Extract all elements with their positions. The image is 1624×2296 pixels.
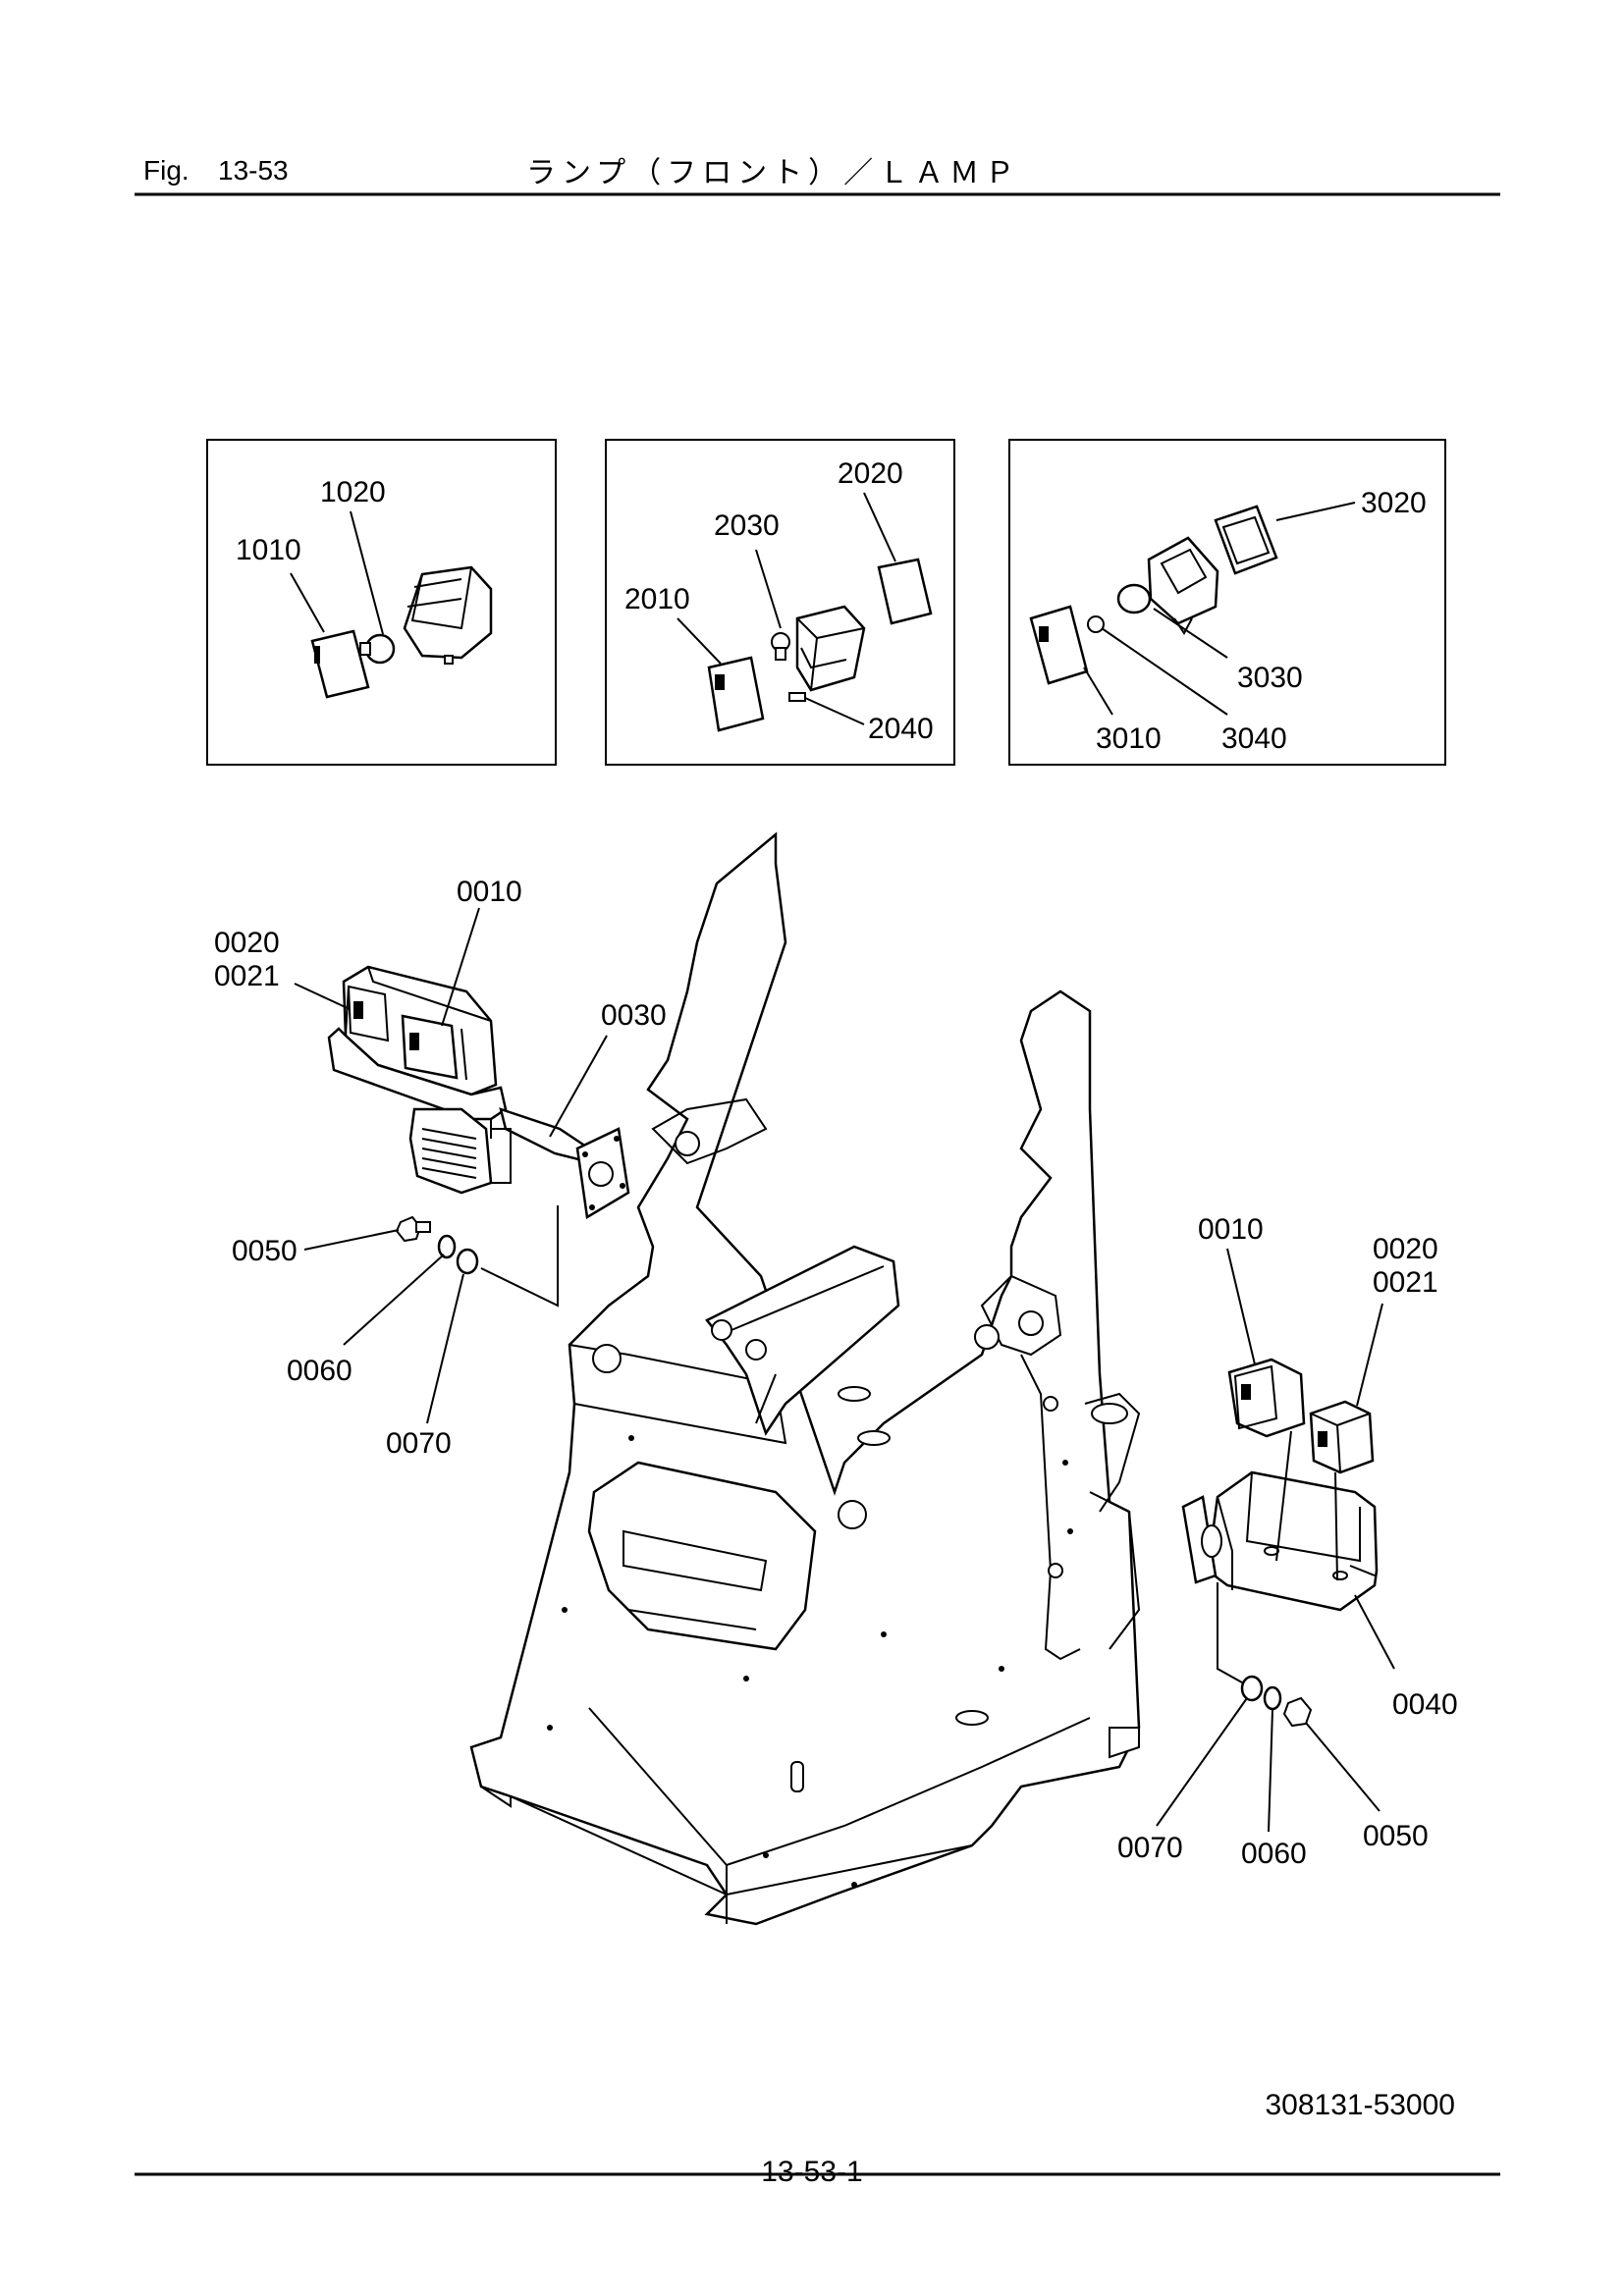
inset-box-1: 1010 1020: [206, 439, 557, 766]
left-label-0030: 0030: [601, 999, 667, 1032]
label-2020: 2020: [838, 457, 903, 490]
lamp-housing-1: [403, 565, 493, 660]
rim-3020: [1214, 505, 1278, 575]
right-label-0050: 0050: [1363, 1820, 1429, 1852]
right-label-0020: 0020: [1373, 1233, 1438, 1265]
screw-2040: [788, 692, 806, 702]
lens-3010: [1029, 605, 1089, 685]
figure-label: Fig.: [143, 155, 189, 186]
left-label-0070: 0070: [386, 1427, 452, 1460]
right-washer-0060: [1263, 1685, 1282, 1711]
bulb-3030: [1116, 583, 1152, 614]
chassis-frame: [469, 831, 1141, 1926]
right-washer-0070: [1240, 1675, 1264, 1702]
label-1010: 1010: [236, 534, 301, 566]
label-2030: 2030: [714, 509, 780, 542]
left-lamp-assembly: 0010 0020 0021 0030 0050 0060 0070: [214, 876, 667, 1460]
left-lens-0010: [401, 1014, 459, 1080]
right-label-0040: 0040: [1392, 1688, 1458, 1721]
page-number: 13-53-1: [761, 2156, 863, 2188]
right-label-0060: 0060: [1241, 1838, 1307, 1870]
document-code: 308131-53000: [1265, 2089, 1455, 2121]
right-bolt-0050: [1282, 1696, 1313, 1728]
right-lamp-assembly: 0010 0020 0021 0040 0050 0060 0070: [1117, 1213, 1458, 1870]
figure-title: ランプ（フロント）／ＬＡＭＰ: [526, 156, 1021, 190]
label-3010: 3010: [1096, 722, 1162, 755]
lens-1010: [310, 629, 370, 699]
lamp-housing-3: [1147, 536, 1219, 625]
lens-2010: [707, 656, 765, 732]
label-2040: 2040: [868, 713, 934, 745]
left-lens-0020: [347, 985, 390, 1042]
right-label-0021: 0021: [1373, 1266, 1438, 1299]
inset-box-3: 3010 3020 3030 3040: [1008, 439, 1446, 766]
left-washer-0070: [456, 1248, 479, 1275]
right-lens-0010: [1227, 1358, 1306, 1438]
label-3040: 3040: [1221, 722, 1287, 755]
figure-number: 13-53: [218, 155, 289, 186]
left-label-0010: 0010: [457, 876, 522, 908]
inset-box-2: 2010 2020 2030 2040: [605, 439, 955, 766]
cover-2020: [877, 558, 933, 625]
left-label-0021: 0021: [214, 960, 280, 992]
left-label-0060: 0060: [287, 1355, 352, 1387]
left-washer-0060: [437, 1234, 457, 1259]
label-3030: 3030: [1237, 662, 1303, 694]
bulb-3040: [1087, 615, 1105, 633]
right-label-0010: 0010: [1198, 1213, 1264, 1246]
right-label-0070: 0070: [1117, 1832, 1183, 1864]
left-label-0020: 0020: [214, 927, 280, 959]
label-2010: 2010: [624, 583, 690, 615]
label-1020: 1020: [320, 476, 386, 508]
left-label-0050: 0050: [232, 1235, 298, 1267]
lamp-housing-2: [795, 605, 866, 692]
label-3020: 3020: [1361, 487, 1427, 519]
